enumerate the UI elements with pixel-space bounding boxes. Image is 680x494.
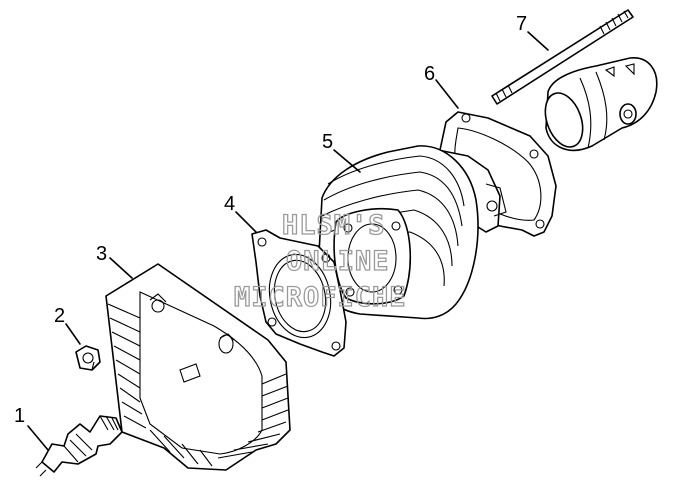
- watermark-line-2: ONLINE: [286, 246, 390, 277]
- leader-line-1: [27, 425, 49, 451]
- leader-line-3: [109, 257, 133, 279]
- watermark: HLSM'S ONLINE MICROFICHE: [233, 209, 407, 313]
- callout-2: 2: [54, 305, 65, 327]
- part-7-stud-bolt[interactable]: [491, 9, 634, 105]
- watermark-line-3: MICROFICHE: [234, 282, 407, 313]
- leader-line-7: [527, 31, 549, 51]
- callout-4: 4: [224, 193, 235, 215]
- callout-7: 7: [516, 13, 527, 35]
- part-5-cylinder[interactable]: [317, 145, 507, 320]
- callout-5: 5: [322, 131, 333, 153]
- watermark-line-1: HLSM'S: [282, 210, 386, 241]
- callout-3: 3: [96, 243, 107, 265]
- leader-line-6: [435, 79, 459, 109]
- callout-6: 6: [424, 63, 435, 85]
- part-2-nut[interactable]: [75, 345, 101, 371]
- part-3-cylinder-head[interactable]: [105, 263, 291, 471]
- callout-1: 1: [14, 405, 25, 427]
- part-1-spark-plug[interactable]: [35, 415, 123, 477]
- part-4-head-gasket[interactable]: [251, 229, 347, 357]
- leader-line-2: [65, 323, 81, 345]
- piston[interactable]: [538, 57, 658, 152]
- leader-line-4: [235, 211, 257, 233]
- leader-line-5: [333, 149, 361, 173]
